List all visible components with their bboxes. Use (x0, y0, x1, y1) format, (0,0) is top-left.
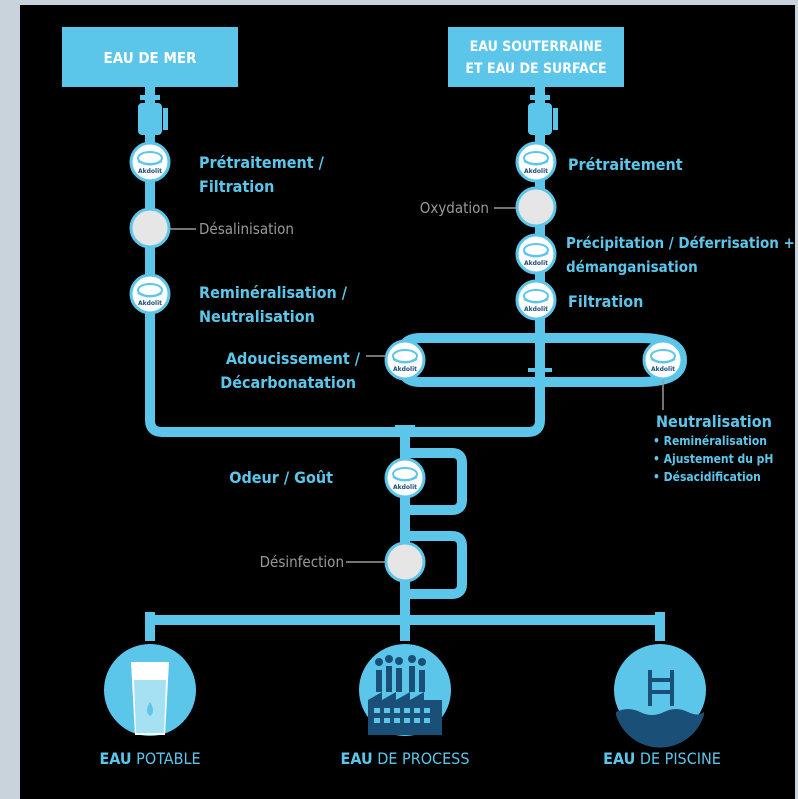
node-neutralisation (642, 339, 684, 381)
label-left-step1-line2: Filtration (199, 177, 274, 196)
node-odour (384, 457, 426, 499)
valve-left-icon (138, 103, 168, 135)
label-right-step3-line2: démanganisation (566, 258, 698, 276)
node-left-pretreatment (129, 141, 171, 183)
valve-right-icon (528, 103, 558, 135)
label-left-step3-line2: Neutralisation (199, 307, 315, 326)
output-label-potable: EAU POTABLE (99, 749, 200, 768)
node-right-oxydation (515, 186, 557, 228)
label-neutralisation-item: • Ajustement du pH (653, 452, 773, 466)
swimming-pool-icon (614, 644, 706, 748)
node-right-pretreatment (515, 141, 557, 183)
drinking-water-icon (104, 644, 196, 736)
label-odour: Odeur / Goût (229, 468, 333, 487)
node-right-precipitation (515, 233, 557, 275)
node-right-filtration (515, 279, 557, 321)
node-left-desalination (129, 207, 171, 249)
label-disinfection: Désinfection (260, 553, 344, 571)
node-left-remineralisation (129, 273, 171, 315)
svg-text:EAU DE MER: EAU DE MER (103, 49, 197, 67)
source-sea-box: EAU DE MER (62, 27, 238, 87)
svg-text:ET EAU DE SURFACE: ET EAU DE SURFACE (465, 61, 606, 77)
pipe-flanges (140, 95, 665, 641)
label-softening-line1: Adoucissement / (226, 349, 361, 368)
label-left-step1-line1: Prétraitement / (199, 153, 325, 172)
node-disinfection (384, 541, 426, 583)
label-softening-line2: Décarbonatation (220, 373, 356, 392)
node-softening (384, 339, 426, 381)
svg-text:EAU SOUTERRAINE: EAU SOUTERRAINE (470, 39, 603, 55)
source-ground-box: EAU SOUTERRAINE ET EAU DE SURFACE (448, 27, 624, 87)
label-right-step1: Prétraitement (568, 155, 683, 174)
factory-icon (359, 644, 451, 736)
label-neutralisation-title: Neutralisation (656, 412, 772, 431)
output-label-process: EAU DE PROCESS (341, 749, 470, 768)
leader-lines (170, 207, 664, 563)
output-label-pool: EAU DE PISCINE (603, 749, 721, 768)
label-neutralisation-item: • Reminéralisation (653, 434, 767, 448)
label-right-step4: Filtration (568, 292, 643, 311)
label-left-step3-line1: Reminéralisation / (199, 283, 348, 302)
label-right-step3-line1: Précipitation / Déferrisation + (566, 234, 795, 252)
label-neutralisation-item: • Désacidification (653, 470, 761, 484)
label-right-step2: Oxydation (420, 199, 489, 217)
label-left-step2: Désalinisation (199, 220, 294, 238)
